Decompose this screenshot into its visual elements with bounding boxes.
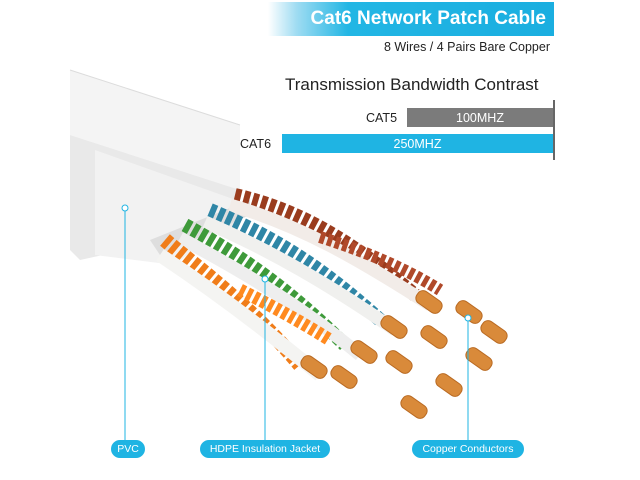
wire-pair-blue bbox=[202, 203, 399, 336]
bandwidth-label-cat5: CAT5 bbox=[366, 111, 398, 125]
page-subtitle: 8 Wires / 4 Pairs Bare Copper bbox=[383, 40, 550, 54]
callout-copper-conductors: Copper Conductors bbox=[412, 440, 524, 458]
bandwidth-axis-line bbox=[553, 100, 555, 160]
bandwidth-bar-cat6: 250MHZ bbox=[282, 134, 553, 153]
callout-hdpe-jacket: HDPE Insulation Jacket bbox=[200, 440, 330, 458]
bandwidth-value-cat5: 100MHZ bbox=[456, 110, 504, 125]
wire-pair-brown bbox=[228, 188, 444, 311]
bandwidth-title: Transmission Bandwidth Contrast bbox=[285, 75, 539, 94]
callout-pvc: PVC bbox=[111, 440, 145, 458]
callout-leaders bbox=[121, 204, 472, 440]
bandwidth-value-cat6: 250MHZ bbox=[393, 136, 442, 151]
title-banner: Cat6 Network Patch Cable bbox=[268, 2, 554, 36]
page-title: Cat6 Network Patch Cable bbox=[310, 8, 546, 29]
bandwidth-bar-cat5: 100MHZ bbox=[407, 108, 553, 127]
copper-conductors bbox=[300, 290, 508, 419]
bandwidth-label-cat6: CAT6 bbox=[240, 137, 272, 151]
wire-pair-orange bbox=[156, 234, 334, 381]
